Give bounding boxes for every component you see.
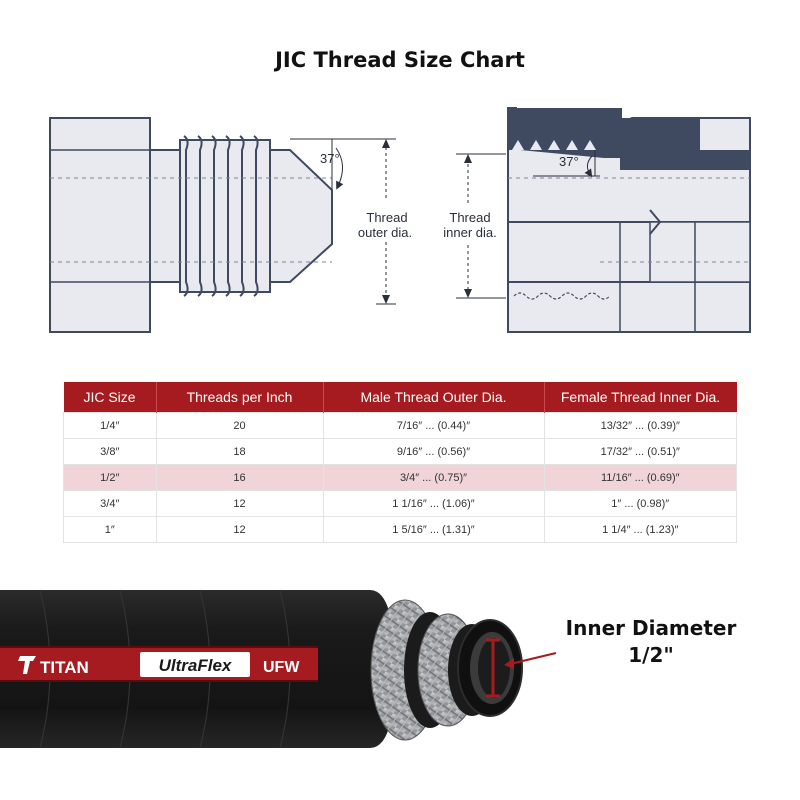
- table-row: 3/4″ 12 1 1/16″ ... (1.06)″ 1″ ... (0.98…: [63, 490, 737, 517]
- jic-fitting-diagram: 37° Thread outer dia.: [49, 107, 751, 333]
- male-fitting: 37° Thread outer dia.: [49, 117, 412, 333]
- inner-diameter-callout: Inner Diameter 1/2": [540, 615, 762, 669]
- cell-male: 1 5/16″ ... (1.31)″: [322, 516, 545, 543]
- header-female-inner-dia: Female Thread Inner Dia.: [544, 382, 737, 413]
- table-header-row: JIC Size Threads per Inch Male Thread Ou…: [63, 382, 737, 413]
- header-male-outer-dia: Male Thread Outer Dia.: [323, 382, 545, 413]
- table-row-highlighted: 1/2″ 16 3/4″ ... (0.75)″ 11/16″ ... (0.6…: [63, 464, 737, 491]
- chart-title: JIC Thread Size Chart: [275, 48, 525, 72]
- female-thread-teeth: [512, 140, 596, 150]
- cell-male: 9/16″ ... (0.56)″: [322, 438, 545, 465]
- cell-size: 1/4″: [63, 412, 157, 439]
- cell-size: 1″: [63, 516, 157, 543]
- header-threads-per-inch: Threads per Inch: [156, 382, 324, 413]
- cell-tpi: 18: [155, 438, 324, 465]
- callout-line-2: 1/2": [628, 643, 674, 667]
- titan-logo: TITAN: [18, 656, 89, 677]
- cell-female: 13/32″ ... (0.39)″: [543, 412, 737, 439]
- inner-dia-label-2: inner dia.: [443, 225, 496, 240]
- callout-line-1: Inner Diameter: [565, 616, 737, 640]
- outer-dia-label-2: outer dia.: [358, 225, 412, 240]
- cell-tpi: 16: [155, 464, 324, 491]
- jic-size-table: JIC Size Threads per Inch Male Thread Ou…: [63, 382, 737, 543]
- cell-male: 7/16″ ... (0.44)″: [322, 412, 545, 439]
- cell-tpi: 12: [155, 516, 324, 543]
- hose-product: UltraFlex: [159, 656, 233, 675]
- ultraflex-logo: UltraFlex: [140, 652, 250, 677]
- male-angle-label: 37°: [320, 151, 340, 166]
- cell-size: 3/4″: [63, 490, 157, 517]
- female-angle-label: 37°: [559, 154, 579, 169]
- cell-male: 3/4″ ... (0.75)″: [322, 464, 545, 491]
- cell-female: 1 1/4″ ... (1.23)″: [543, 516, 737, 543]
- inner-dia-label-1: Thread: [449, 210, 490, 225]
- cell-tpi: 20: [155, 412, 324, 439]
- cell-size: 1/2″: [63, 464, 157, 491]
- cell-male: 1 1/16″ ... (1.06)″: [322, 490, 545, 517]
- hose-illustration: TITAN UltraFlex UFW: [0, 589, 557, 749]
- cell-female: 17/32″ ... (0.51)″: [543, 438, 737, 465]
- inner-diameter-indicator: [486, 638, 500, 698]
- table-row: 1″ 12 1 5/16″ ... (1.31)″ 1 1/4″ ... (1.…: [63, 516, 737, 543]
- hose-code: UFW: [263, 659, 300, 676]
- male-thread-ridges: [183, 135, 259, 297]
- outer-dia-label-1: Thread: [366, 210, 407, 225]
- hose-brand: TITAN: [40, 658, 89, 677]
- cell-size: 3/8″: [63, 438, 157, 465]
- pointer-arrow-icon: [504, 658, 514, 669]
- female-fitting: 37° Thread inner dia.: [443, 107, 751, 333]
- cell-female: 1″ ... (0.98)″: [543, 490, 737, 517]
- cell-female: 11/16″ ... (0.69)″: [543, 464, 737, 491]
- table-row: 3/8″ 18 9/16″ ... (0.56)″ 17/32″ ... (0.…: [63, 438, 737, 465]
- cell-tpi: 12: [155, 490, 324, 517]
- table-row: 1/4″ 20 7/16″ ... (0.44)″ 13/32″ ... (0.…: [63, 412, 737, 439]
- header-jic-size: JIC Size: [63, 382, 157, 413]
